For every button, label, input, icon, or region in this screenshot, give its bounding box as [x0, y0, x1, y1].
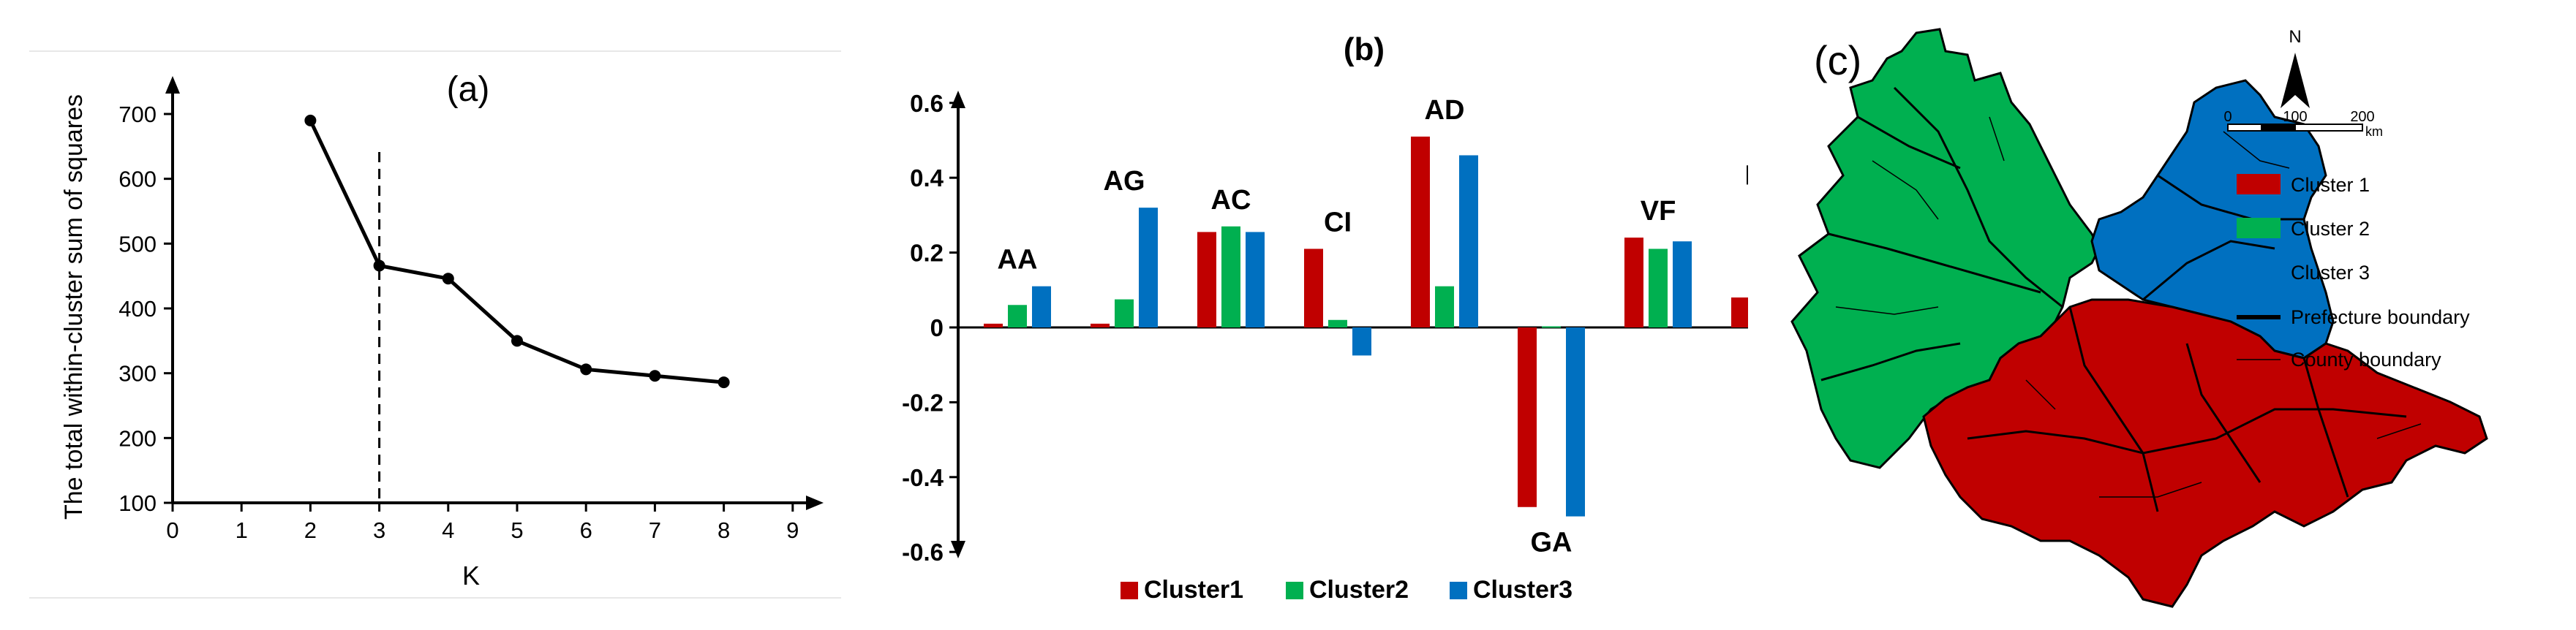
bar-ag-cluster2: [1115, 299, 1134, 327]
y-tick-label: 300: [118, 361, 157, 387]
category-label: GA: [1531, 528, 1573, 558]
legend-swatch-cluster-1: [2237, 174, 2281, 194]
y-tick-label: 0.6: [910, 90, 944, 117]
legend-swatch-cluster3: [1450, 582, 1467, 599]
legend-swatch-cluster-3: [2237, 262, 2281, 282]
bar-vf-cluster3: [1673, 241, 1692, 327]
bar-ac-cluster3: [1246, 232, 1265, 327]
svg-text:200: 200: [2350, 109, 2374, 125]
y-tick-label: 0.4: [910, 164, 944, 191]
x-tick-label: 2: [304, 517, 317, 543]
legend: Cluster1 Cluster2 Cluster3: [1121, 576, 1573, 604]
bar-ac-cluster2: [1221, 226, 1240, 327]
x-tick-label: 5: [511, 517, 523, 543]
x-tick-label: 6: [580, 517, 592, 543]
bar-ci-cluster1: [1304, 248, 1323, 327]
north-label: N: [2289, 27, 2301, 47]
panel-c-map: (c) N 0 100 200 km Cluster 1 Cluster 2: [1790, 27, 2488, 608]
cluster-1-region: [1922, 298, 2488, 608]
data-point-k4: [442, 273, 454, 285]
bar-ag-cluster1: [1091, 323, 1110, 327]
bar-vf-cluster1: [1624, 238, 1643, 327]
panel-b-label: (b): [1344, 31, 1385, 67]
category-label: AD: [1425, 95, 1465, 126]
x-tick-label: 7: [649, 517, 661, 543]
category-label: AG: [1104, 166, 1145, 197]
legend-label-cluster-3: Cluster 3: [2291, 262, 2370, 284]
bar-aa-cluster3: [1032, 286, 1051, 327]
panel-c-label: (c): [1814, 37, 1861, 83]
y-tick-label: -0.4: [902, 464, 944, 491]
legend-label-cluster2: Cluster2: [1309, 576, 1409, 604]
category-label: NA: [1745, 160, 1748, 191]
data-point-k8: [718, 376, 730, 389]
bar-na-cluster1: [1731, 297, 1748, 327]
legend-label-cluster1: Cluster1: [1144, 576, 1243, 604]
data-point-k2: [304, 114, 317, 126]
legend-swatch-cluster-2: [2237, 218, 2281, 238]
bar-ad-cluster2: [1435, 286, 1454, 327]
y-axis-label: The total within-cluster sum of squares: [60, 94, 88, 520]
bar-aa-cluster1: [984, 323, 1003, 327]
x-tick-label: 9: [786, 517, 799, 543]
bar-ag-cluster3: [1139, 208, 1158, 327]
boundary-lines: [1820, 86, 2422, 512]
svg-text:0: 0: [2223, 109, 2232, 125]
y-tick-label: 0: [930, 314, 944, 341]
data-point-k7: [649, 370, 661, 382]
y-tick-label: 100: [118, 490, 157, 516]
bar-ad-cluster3: [1459, 155, 1478, 327]
x-axis-arrow: [806, 496, 824, 510]
x-axis-label: K: [462, 561, 480, 591]
x-tick-label: 1: [236, 517, 248, 543]
y-tick-label: -0.2: [902, 389, 944, 416]
bar-ad-cluster1: [1411, 136, 1430, 327]
bar-ci-cluster3: [1352, 327, 1371, 356]
north-arrow-icon: [2281, 53, 2310, 108]
legend-label-cluster3: Cluster3: [1473, 576, 1573, 604]
panel-a-label: (a): [447, 70, 490, 109]
legend-label-cluster-2: Cluster 2: [2291, 218, 2370, 240]
category-label: AC: [1211, 185, 1251, 216]
y-tick-label: 200: [118, 425, 157, 451]
bar-aa-cluster2: [1008, 305, 1027, 327]
legend-swatch-cluster2: [1286, 582, 1303, 599]
legend-label-county: County boundary: [2291, 349, 2441, 371]
data-point-k3: [373, 259, 385, 272]
category-label: AA: [998, 245, 1038, 276]
bar-ga-cluster1: [1518, 327, 1537, 507]
svg-text:100: 100: [2283, 109, 2307, 125]
x-tick-label: 3: [373, 517, 385, 543]
y-tick-label: 500: [118, 231, 157, 257]
y-tick-label: -0.6: [902, 539, 944, 566]
bar-ga-cluster3: [1566, 327, 1585, 517]
bar-ci-cluster2: [1328, 319, 1347, 327]
y-tick-label: 400: [118, 296, 157, 322]
y-axis-bottom-arrow: [951, 541, 965, 558]
svg-text:km: km: [2365, 124, 2383, 139]
data-point-k6: [580, 363, 592, 376]
y-axis-arrow: [165, 76, 180, 94]
bar-ac-cluster1: [1197, 232, 1216, 327]
panel-a-line-chart: (a) The total within-cluster sum of squa…: [29, 50, 841, 599]
bar-vf-cluster2: [1649, 248, 1668, 327]
x-tick-label: 8: [718, 517, 730, 543]
data-point-k5: [511, 335, 523, 347]
y-tick-label: 0.2: [910, 240, 944, 267]
scale-bar: 0 100 200 km: [2223, 109, 2383, 139]
legend-label-prefecture: Prefecture boundary: [2291, 306, 2470, 328]
category-label: CI: [1324, 207, 1352, 238]
x-tick-label: 4: [442, 517, 454, 543]
category-label: VF: [1641, 196, 1676, 227]
panel-b-bar-chart: (b) 0.6 0.4 0.2 0 -0.2 -0.4 -0.6 AA AG AC CI AD GA V…: [902, 31, 1748, 604]
bar-ga-cluster2: [1542, 326, 1561, 328]
legend-swatch-cluster1: [1121, 582, 1138, 599]
y-axis-top-arrow: [951, 91, 965, 108]
legend-label-cluster-1: Cluster 1: [2291, 174, 2370, 196]
y-tick-label: 600: [118, 167, 157, 192]
map-legend: Cluster 1 Cluster 2 Cluster 3 Prefecture…: [2237, 174, 2470, 371]
y-tick-label: 700: [118, 102, 157, 127]
x-tick-label: 0: [166, 517, 178, 543]
